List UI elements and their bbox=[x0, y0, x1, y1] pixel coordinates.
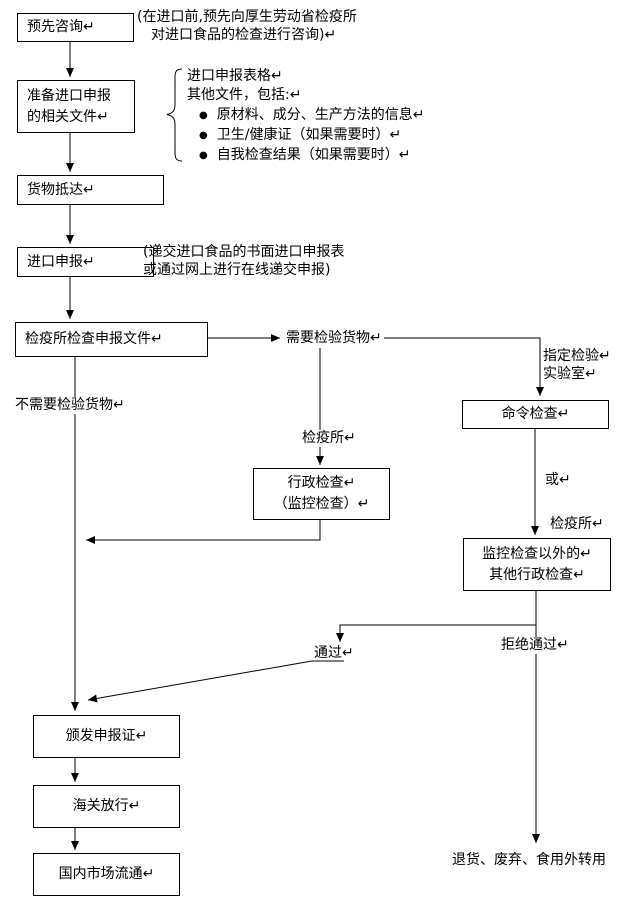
arrow-need-inspection-to-order-inspection bbox=[378, 337, 544, 396]
box-issue-certificate: 颁发申报证↵ bbox=[33, 715, 180, 758]
label-need-inspection: 需要检验货物↵ bbox=[284, 330, 384, 347]
consult-note-line1: (在进口前,预先向厚生劳动省检疫所 bbox=[137, 9, 357, 25]
arrow-admin-inspection-to-mainline bbox=[86, 518, 321, 544]
brace-icon bbox=[166, 68, 183, 162]
box-preliminary-consultation: 预先咨询↵ bbox=[17, 13, 134, 42]
box-order-inspection-label: 命令检查↵ bbox=[501, 406, 570, 422]
label-quarantine-station-a: 检疫所↵ bbox=[300, 430, 358, 447]
box-customs-release-label: 海关放行↵ bbox=[72, 798, 141, 814]
docs-note-item-3: ● 自我检查结果（如果需要时）↵ bbox=[199, 147, 410, 164]
label-designated-lab-line1: 指定检验↵ bbox=[543, 348, 611, 364]
label-quarantine-station-b: 检疫所↵ bbox=[550, 516, 604, 532]
box-cargo-arrival-label: 货物抵达↵ bbox=[27, 181, 95, 198]
box-domestic-market: 国内市场流通↵ bbox=[33, 853, 180, 896]
box-other-administrative-inspection-line1: 监控检查以外的↵ bbox=[482, 545, 592, 562]
arrow-branch-to-pass bbox=[336, 624, 536, 642]
box-prepare-documents-line1: 准备进口申报 bbox=[27, 87, 111, 104]
label-pass: 通过↵ bbox=[314, 645, 354, 661]
box-cargo-arrival: 货物抵达↵ bbox=[17, 175, 164, 205]
box-other-administrative-inspection-line2: 其他行政检查↵ bbox=[489, 566, 585, 583]
docs-note-title: 进口申报表格↵ bbox=[187, 68, 283, 84]
box-preliminary-consultation-label: 预先咨询↵ bbox=[27, 19, 95, 35]
box-administrative-inspection-line1: 行政检查↵ bbox=[287, 475, 356, 491]
docs-note-item-2: ● 卫生/健康证（如果需要时）↵ bbox=[199, 127, 401, 144]
box-issue-certificate-label: 颁发申报证↵ bbox=[65, 728, 148, 744]
bullet-icon: ● bbox=[199, 150, 208, 161]
box-other-administrative-inspection: 监控检查以外的↵ 其他行政检查↵ bbox=[463, 538, 611, 591]
box-order-inspection: 命令检查↵ bbox=[462, 400, 609, 429]
docs-note-subtitle: 其他文件，包括:↵ bbox=[187, 87, 302, 103]
consult-note-line2: 对进口食品的检查进行咨询)↵ bbox=[151, 27, 337, 43]
box-administrative-inspection: 行政检查↵ （监控检查）↵ bbox=[253, 468, 390, 520]
declare-note-line2: 或通过网上进行在线递交申报) bbox=[143, 262, 331, 278]
label-or: 或↵ bbox=[545, 472, 571, 488]
box-prepare-documents-line2: 的相关文件↵ bbox=[27, 108, 109, 125]
docs-note-item-1: ● 原材料、成分、生产方法的信息↵ bbox=[199, 107, 424, 124]
box-quarantine-review: 检疫所检查申报文件↵ bbox=[15, 322, 208, 357]
docs-note-item-1-text: 原材料、成分、生产方法的信息↵ bbox=[216, 107, 425, 123]
box-domestic-market-label: 国内市场流通↵ bbox=[58, 866, 155, 882]
box-import-declaration: 进口申报↵ bbox=[17, 247, 154, 277]
box-administrative-inspection-line2: （监控检查）↵ bbox=[273, 496, 370, 512]
docs-note-item-3-text: 自我检查结果（如果需要时）↵ bbox=[216, 147, 411, 163]
box-quarantine-review-label: 检疫所检查申报文件↵ bbox=[25, 331, 163, 347]
box-import-declaration-label: 进口申报↵ bbox=[27, 253, 95, 270]
label-no-inspection: 不需要检验货物↵ bbox=[13, 397, 127, 414]
box-prepare-documents: 准备进口申报 的相关文件↵ bbox=[17, 80, 135, 133]
box-customs-release: 海关放行↵ bbox=[33, 785, 180, 828]
bullet-icon: ● bbox=[199, 130, 208, 141]
label-reject: 拒绝通过↵ bbox=[499, 637, 571, 654]
label-disposal: 退货、废弃、食用外转用 bbox=[452, 852, 606, 868]
docs-note-item-2-text: 卫生/健康证（如果需要时）↵ bbox=[216, 127, 402, 143]
label-designated-lab-line2: 实验室↵ bbox=[543, 366, 597, 382]
bullet-icon: ● bbox=[199, 110, 208, 121]
declare-note-line1: (递交进口食品的书面进口申报表 bbox=[143, 244, 345, 260]
arrow-pass-to-mainline bbox=[87, 660, 344, 703]
